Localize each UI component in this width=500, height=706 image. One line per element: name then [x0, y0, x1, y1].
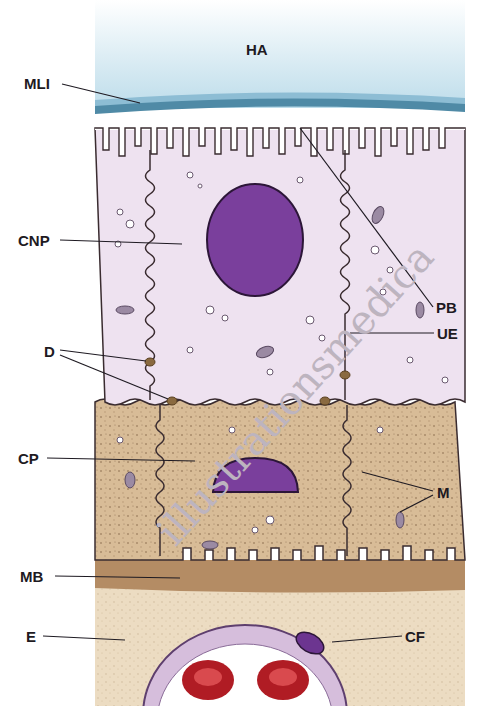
cell-border	[146, 150, 155, 400]
red-blood-cell	[182, 660, 234, 700]
cell-border	[343, 405, 351, 556]
membrane-label: MB	[20, 569, 43, 584]
nucleus	[207, 184, 303, 296]
endothelial-nucleus	[293, 628, 328, 659]
vessel-label: CF	[405, 629, 425, 644]
tissue-label: E	[26, 629, 36, 644]
membrane-label: M	[437, 485, 450, 500]
desmosome-label: D	[44, 344, 55, 359]
plaque-label: PB	[436, 300, 457, 315]
capillary	[143, 625, 347, 706]
red-blood-cell	[257, 660, 309, 700]
lumen	[95, 0, 465, 110]
mucus-label: MLI	[24, 76, 50, 91]
leader-lines	[43, 84, 434, 642]
basement-membrane	[95, 560, 465, 593]
cell-label: CNP	[18, 233, 50, 248]
lumen-label: HA	[246, 42, 268, 57]
cell-label: CP	[18, 451, 39, 466]
junction-label: UE	[437, 326, 458, 341]
